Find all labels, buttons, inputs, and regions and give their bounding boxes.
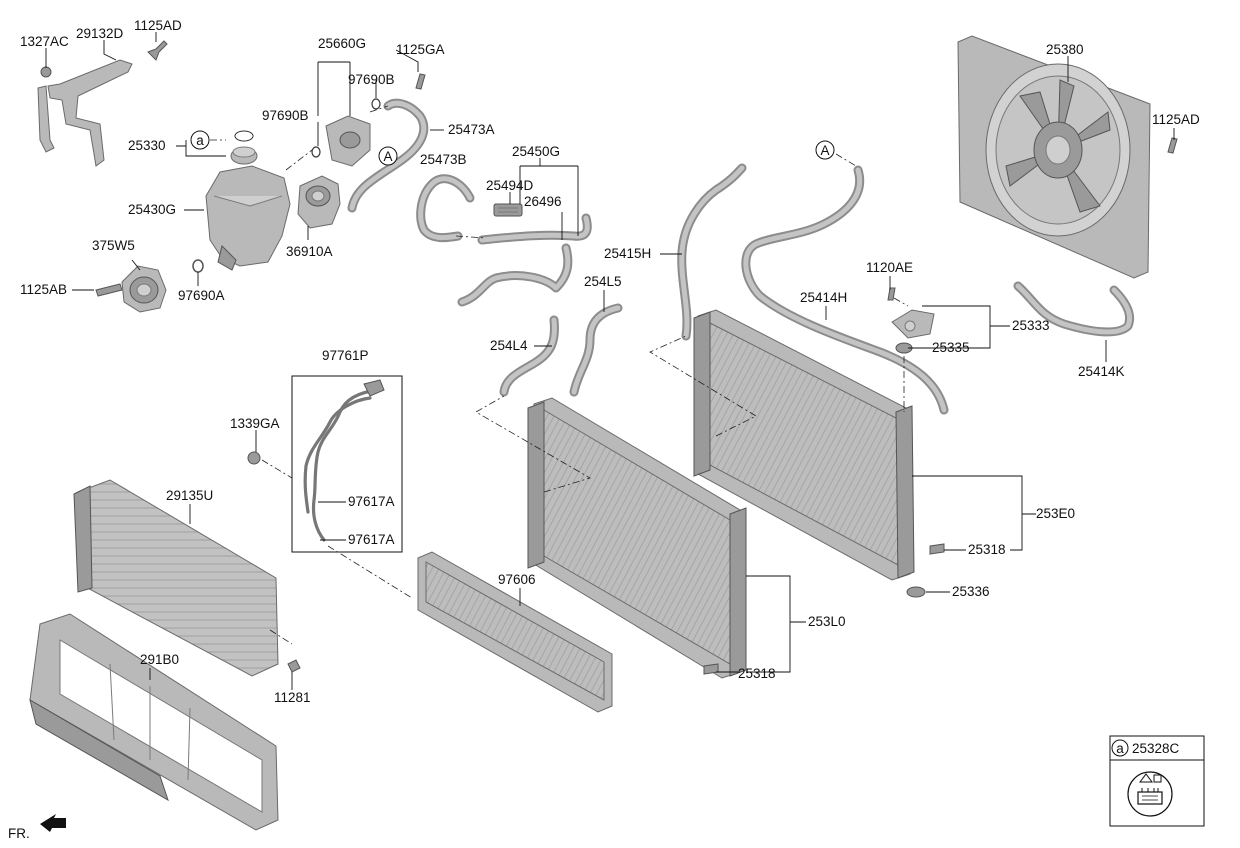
o-ring-97690a — [192, 259, 204, 273]
label-1125ad-right: 1125AD — [1152, 112, 1200, 127]
motor-375w5 — [95, 265, 167, 313]
label-97617a-bottom: 97617A — [348, 532, 395, 547]
label-25328c: 25328C — [1132, 741, 1180, 756]
front-direction-indicator: FR. — [8, 814, 66, 841]
label-26496: 26496 — [524, 194, 562, 209]
label-97761p: 97761P — [322, 348, 369, 363]
hose-assembly-25450g — [457, 203, 592, 307]
label-97690a: 97690A — [178, 288, 225, 303]
label-97690b-right: 97690B — [348, 72, 395, 87]
hose-25473a — [347, 98, 429, 213]
dash-connectors — [261, 105, 909, 645]
hose-25415h — [677, 163, 747, 341]
radiator-253l0 — [527, 397, 747, 679]
hose-25414h — [741, 165, 949, 415]
label-1125ab: 1125AB — [20, 282, 67, 297]
bracket-29132d — [37, 40, 168, 167]
label-254l4: 254L4 — [490, 338, 528, 353]
mount-25333 — [887, 287, 935, 354]
hot-coolant-warning-icon — [1127, 771, 1173, 817]
label-25333: 25333 — [1012, 318, 1050, 333]
label-fr: FR. — [8, 826, 30, 841]
hose-25414k — [1013, 281, 1134, 337]
svg-text:a: a — [1116, 741, 1124, 756]
label-25318-right: 25318 — [968, 542, 1006, 557]
svg-text:a: a — [196, 133, 204, 148]
label-253l0: 253L0 — [808, 614, 846, 629]
label-253e0: 253E0 — [1036, 506, 1075, 521]
leader-lines — [45, 32, 1175, 690]
valve-25660g — [311, 73, 426, 167]
air-guard-291b0 — [29, 613, 279, 831]
label-25430g: 25430G — [128, 202, 176, 217]
part-labels: 1327AC 29132D 1125AD 25660G 1125GA 97690… — [20, 18, 1200, 705]
coolant-reservoir-25430g — [205, 130, 291, 271]
warning-label-box: a 25328C — [1109, 735, 1205, 827]
water-pump-36910a — [297, 175, 341, 229]
label-25414k: 25414K — [1078, 364, 1125, 379]
label-25330: 25330 — [128, 138, 166, 153]
ac-tube-97761p — [303, 379, 385, 542]
label-29135u: 29135U — [166, 488, 213, 503]
hose-25473b — [416, 174, 475, 243]
radiator-253e0 — [693, 309, 945, 598]
label-1339ga: 1339GA — [230, 416, 280, 431]
label-97606: 97606 — [498, 572, 536, 587]
label-29132d: 29132D — [76, 26, 124, 41]
label-1327ac: 1327AC — [20, 34, 69, 49]
condenser-97606 — [417, 551, 613, 713]
air-guard-29135u — [73, 451, 301, 677]
label-1125ga: 1125GA — [396, 42, 445, 57]
label-25450g: 25450G — [512, 144, 560, 159]
label-97617a-top: 97617A — [348, 494, 395, 509]
label-291b0: 291B0 — [140, 652, 179, 667]
label-254l5: 254L5 — [584, 274, 622, 289]
label-25494d: 25494D — [486, 178, 534, 193]
label-1125ad-left: 1125AD — [134, 18, 182, 33]
arrow-icon — [40, 814, 66, 832]
label-25336: 25336 — [952, 584, 990, 599]
callout-a-small: a — [190, 130, 210, 150]
label-25414h: 25414H — [800, 290, 847, 305]
callout-A-right: A — [815, 140, 835, 160]
label-25660g: 25660G — [318, 36, 366, 51]
label-25335: 25335 — [932, 340, 970, 355]
label-11281: 11281 — [274, 690, 311, 705]
label-25473a: 25473A — [448, 122, 495, 137]
label-25380: 25380 — [1046, 42, 1084, 57]
label-97690b-left: 97690B — [262, 108, 309, 123]
fan-shroud-25380 — [957, 35, 1178, 279]
label-375w5: 375W5 — [92, 238, 135, 253]
svg-text:A: A — [383, 149, 392, 164]
hose-254l5 — [569, 303, 623, 397]
label-25318-bottom: 25318 — [738, 666, 776, 681]
tube-group-box — [291, 375, 403, 553]
hose-254l4 — [499, 315, 559, 397]
label-36910a: 36910A — [286, 244, 333, 259]
svg-text:A: A — [820, 143, 829, 158]
callout-A-left: A — [378, 146, 398, 166]
label-1120ae: 1120AE — [866, 260, 913, 275]
label-25415h: 25415H — [604, 246, 651, 261]
label-25473b: 25473B — [420, 152, 467, 167]
